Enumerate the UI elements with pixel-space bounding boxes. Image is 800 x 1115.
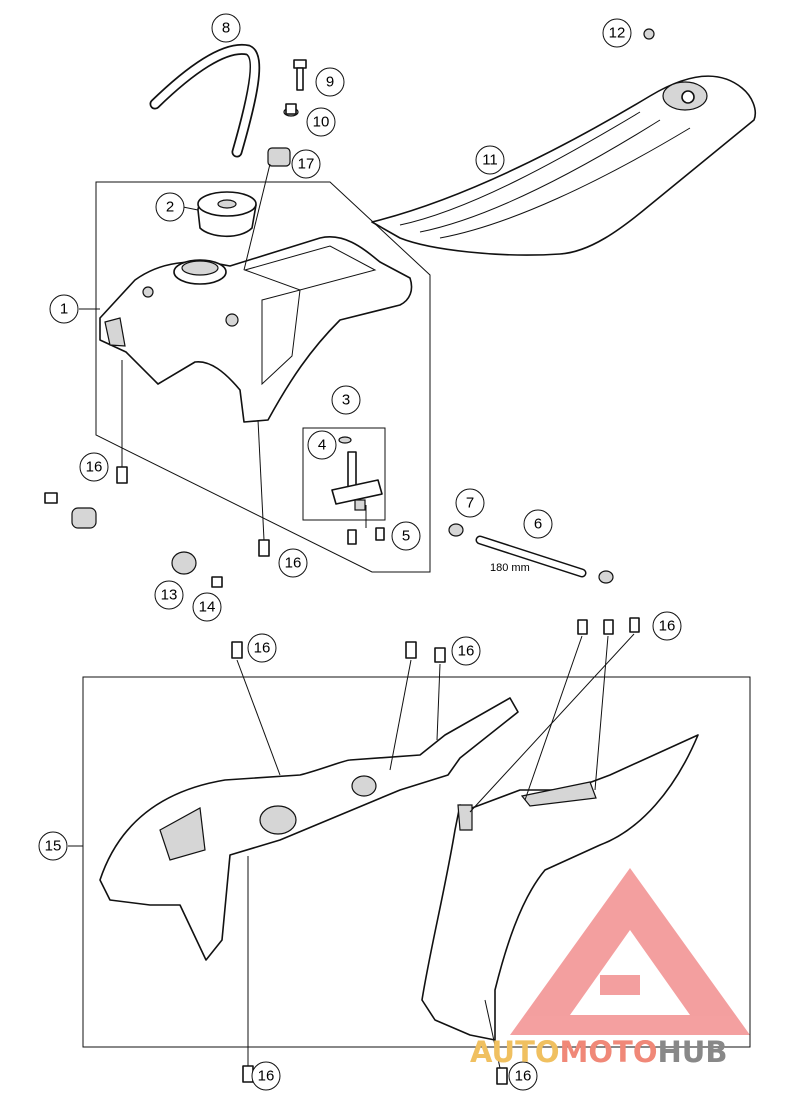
svg-text:6: 6: [534, 516, 542, 533]
callout-16-g: 16: [508, 1061, 538, 1091]
left-side-panel: [99, 697, 519, 961]
svg-text:16: 16: [258, 1068, 275, 1085]
callout-13: 13: [154, 580, 184, 610]
fuel-hose: [448, 523, 614, 584]
svg-text:16: 16: [86, 459, 103, 476]
svg-text:4: 4: [318, 437, 326, 454]
callout-10: 10: [306, 107, 336, 137]
watermark-moto: MOTO: [560, 1035, 658, 1069]
callout-7: 7: [455, 488, 485, 518]
svg-text:1: 1: [60, 301, 68, 318]
svg-text:14: 14: [199, 599, 216, 616]
panel-bolts: [231, 617, 640, 1085]
callout-14: 14: [192, 592, 222, 622]
callout-1: 1: [49, 294, 79, 324]
callout-9: 9: [315, 67, 345, 97]
callout-16-b: 16: [278, 548, 308, 578]
callout-16-e: 16: [652, 611, 682, 641]
watermark-auto: AUTO: [470, 1035, 560, 1069]
callout-15: 15: [38, 831, 68, 861]
callout-5: 5: [391, 521, 421, 551]
callout-16-c: 16: [247, 633, 277, 663]
leader-lines: [68, 163, 635, 1069]
callout-6: 6: [523, 509, 553, 539]
callout-16-d: 16: [451, 636, 481, 666]
right-side-panel: [421, 734, 699, 1041]
hose-length-label: 180 mm: [490, 562, 530, 574]
svg-text:2: 2: [166, 199, 174, 216]
fuel-tap-screws: [347, 527, 385, 545]
watermark-logo: [510, 868, 750, 1035]
callout-3: 3: [331, 385, 361, 415]
side-panels-frame: [82, 676, 751, 1048]
svg-text:15: 15: [45, 838, 62, 855]
fuel-tap: [331, 436, 383, 511]
svg-text:16: 16: [515, 1068, 532, 1085]
callout-16-f: 16: [251, 1061, 281, 1091]
callout-2: 2: [155, 192, 185, 222]
fuel-tank-frame: [95, 181, 431, 573]
tank-mount-hardware: [267, 59, 307, 167]
svg-text:7: 7: [466, 495, 474, 512]
svg-text:12: 12: [609, 25, 626, 42]
watermark-text: AUTOMOTOHUB: [470, 1035, 727, 1069]
svg-text:13: 13: [161, 587, 178, 604]
callout-17: 17: [291, 149, 321, 179]
loose-hardware: [44, 492, 223, 588]
callout-16-a: 16: [79, 452, 109, 482]
svg-text:16: 16: [285, 555, 302, 572]
svg-text:17: 17: [298, 156, 315, 173]
svg-text:8: 8: [222, 20, 230, 37]
svg-text:11: 11: [482, 152, 498, 169]
callout-4: 4: [307, 430, 337, 460]
svg-text:16: 16: [458, 643, 475, 660]
fuel-cap: [197, 191, 257, 238]
svg-text:5: 5: [402, 528, 410, 545]
svg-text:16: 16: [254, 640, 271, 657]
callout-11: 11: [475, 145, 505, 175]
fuel-tank: [99, 236, 413, 423]
tank-bolts: [116, 466, 270, 557]
callout-12: 12: [602, 18, 632, 48]
fuel-tap-frame: [302, 427, 386, 521]
breather-hose: [149, 43, 261, 158]
seat: [371, 28, 757, 256]
callout-8: 8: [211, 13, 241, 43]
svg-text:16: 16: [659, 618, 676, 635]
svg-text:3: 3: [342, 392, 350, 409]
watermark-hub: HUB: [658, 1035, 728, 1069]
svg-text:10: 10: [313, 114, 330, 131]
svg-text:9: 9: [326, 74, 334, 91]
